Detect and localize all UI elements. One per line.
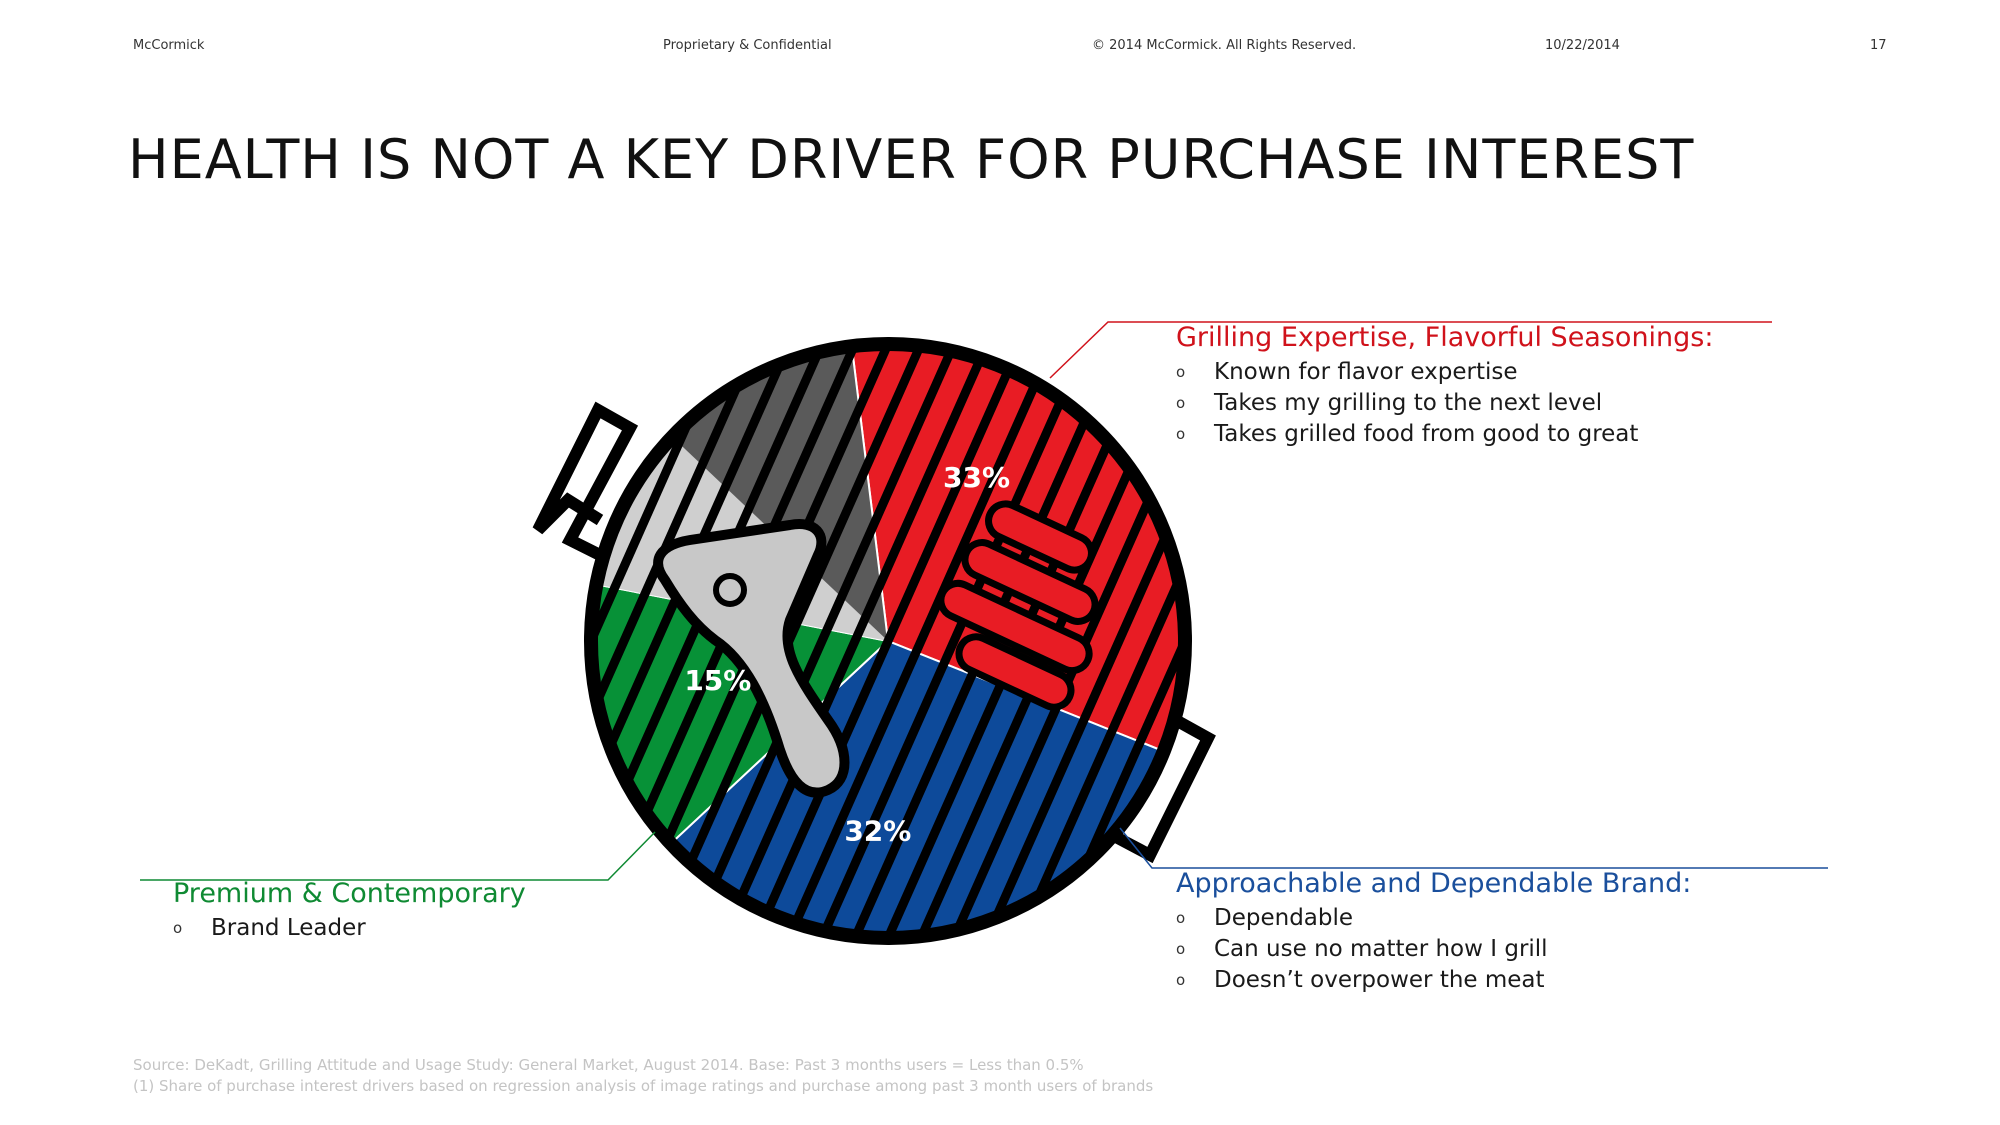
bullet-icon: o bbox=[1176, 425, 1186, 443]
footnote-method: (1) Share of purchase interest drivers b… bbox=[133, 1077, 1154, 1095]
slice-value-labels: 33% 32% 15% bbox=[684, 461, 1010, 847]
sausages-icon bbox=[937, 500, 1099, 711]
header-confidential: Proprietary & Confidential bbox=[663, 38, 832, 53]
page-title: HEALTH IS NOT A KEY DRIVER FOR PURCHASE … bbox=[128, 128, 1695, 191]
callout-title: Grilling Expertise, Flavorful Seasonings… bbox=[1176, 322, 1714, 353]
bullet-icon: o bbox=[173, 919, 183, 937]
callout-title: Premium & Contemporary bbox=[173, 878, 526, 909]
value-label-3: 15% bbox=[684, 664, 751, 697]
leader-line-red bbox=[1049, 321, 1772, 379]
grill-bar bbox=[593, 346, 822, 936]
bullet-icon: o bbox=[1176, 363, 1186, 381]
value-label-2: 32% bbox=[844, 814, 911, 847]
bullet-icon: o bbox=[1176, 940, 1186, 958]
bullet-icon: o bbox=[1176, 394, 1186, 412]
grill-bar bbox=[987, 346, 1183, 936]
footnotes: Source: DeKadt, Grilling Attitude and Us… bbox=[133, 1055, 1153, 1097]
grill-handle-left bbox=[532, 401, 639, 561]
header-page-number: 17 bbox=[1870, 38, 1887, 53]
value-label-1: 33% bbox=[943, 461, 1010, 494]
header-company: McCormick bbox=[133, 38, 205, 53]
header-copyright: © 2014 McCormick. All Rights Reserved. bbox=[1092, 38, 1357, 53]
grill-bar bbox=[954, 346, 1183, 936]
grill-bar bbox=[723, 346, 1053, 936]
callout-grilling-expertise: Grilling Expertise, Flavorful Seasonings… bbox=[1176, 322, 1713, 450]
leader-line-green bbox=[140, 831, 656, 881]
grill-rim bbox=[584, 337, 1192, 945]
grill-bar bbox=[593, 346, 855, 936]
leader-line-blue bbox=[1119, 827, 1828, 869]
header-date: 10/22/2014 bbox=[1545, 38, 1620, 53]
grill-bar bbox=[756, 346, 1086, 936]
callout-title: Approachable and Dependable Brand: bbox=[1176, 868, 1692, 899]
grill-bar bbox=[593, 346, 789, 936]
spatula-icon bbox=[653, 519, 850, 798]
bullet-icon: o bbox=[1176, 909, 1186, 927]
footnote-source: Source: DeKadt, Grilling Attitude and Us… bbox=[133, 1056, 1084, 1074]
grill-bar bbox=[690, 346, 1020, 936]
bullet-icon: o bbox=[1176, 971, 1186, 989]
